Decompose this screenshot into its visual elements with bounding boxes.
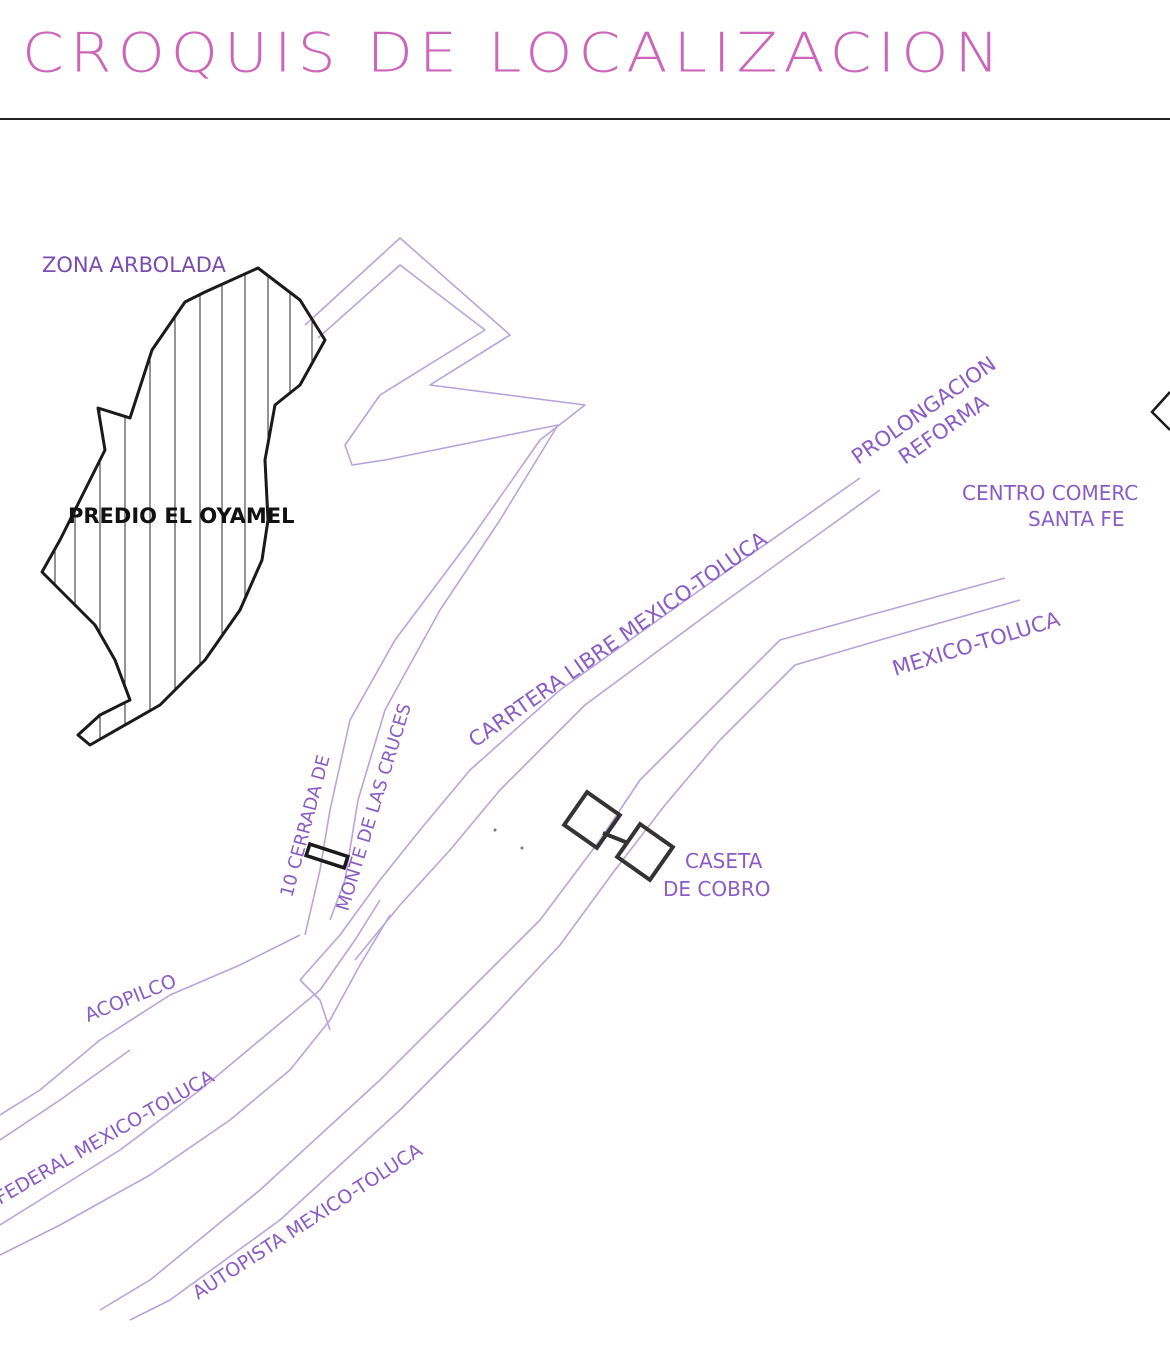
label-santa-fe: SANTA FE bbox=[1028, 507, 1125, 531]
label-autopista-mexico-toluca: AUTOPISTA MEXICO-TOLUCA bbox=[189, 1139, 427, 1304]
page-title: CROQUIS DE LOCALIZACION bbox=[22, 22, 1006, 85]
label-de-cobro: DE COBRO bbox=[663, 877, 770, 901]
road-autopista-upper bbox=[99, 577, 1006, 1311]
label-zona-arbolada: ZONA ARBOLADA bbox=[42, 253, 227, 277]
label-cerrada: 10 CERRADA DE bbox=[277, 753, 335, 899]
title-underline bbox=[0, 118, 1170, 120]
label-caseta: CASETA bbox=[685, 849, 763, 873]
label-federal-mexico-toluca: FEDERAL MEXICO-TOLUCA bbox=[0, 1066, 218, 1209]
label-centro-comercial: CENTRO COMERC bbox=[962, 481, 1138, 505]
map-labels: ZONA ARBOLADA PREDIO EL OYAMEL PROLONGAC… bbox=[0, 253, 1138, 1304]
road-federal-lower bbox=[0, 1049, 131, 1141]
label-mexico-toluca: MEXICO-TOLUCA bbox=[889, 607, 1063, 681]
road-autopista-lower bbox=[129, 599, 1021, 1321]
road-monte-cruces-left-edge bbox=[304, 237, 586, 936]
centro-comercial-symbol bbox=[1150, 391, 1170, 431]
scan-dot bbox=[493, 828, 497, 832]
road-minor-spur bbox=[299, 979, 331, 1031]
label-monte-de-las-cruces: MONTE DE LAS CRUCES bbox=[333, 701, 416, 913]
parcel-predio-el-oyamel bbox=[40, 266, 327, 747]
road-federal-upper bbox=[0, 914, 391, 1256]
road-acopilco-upper bbox=[0, 934, 301, 1116]
label-predio-el-oyamel: PREDIO EL OYAMEL bbox=[68, 504, 295, 528]
building-marker bbox=[303, 841, 351, 871]
road-carretera-libre-lower bbox=[354, 489, 881, 961]
toll-booth-icon bbox=[561, 789, 676, 883]
scan-dot bbox=[520, 846, 524, 850]
label-carretera-libre: CARRTERA LIBRE MEXICO-TOLUCA bbox=[464, 527, 772, 752]
road-acopilco-lower bbox=[0, 899, 381, 1226]
road-carretera-libre-upper bbox=[299, 477, 861, 981]
road-monte-cruces-right-edge bbox=[317, 264, 559, 921]
road-network bbox=[0, 237, 1021, 1321]
